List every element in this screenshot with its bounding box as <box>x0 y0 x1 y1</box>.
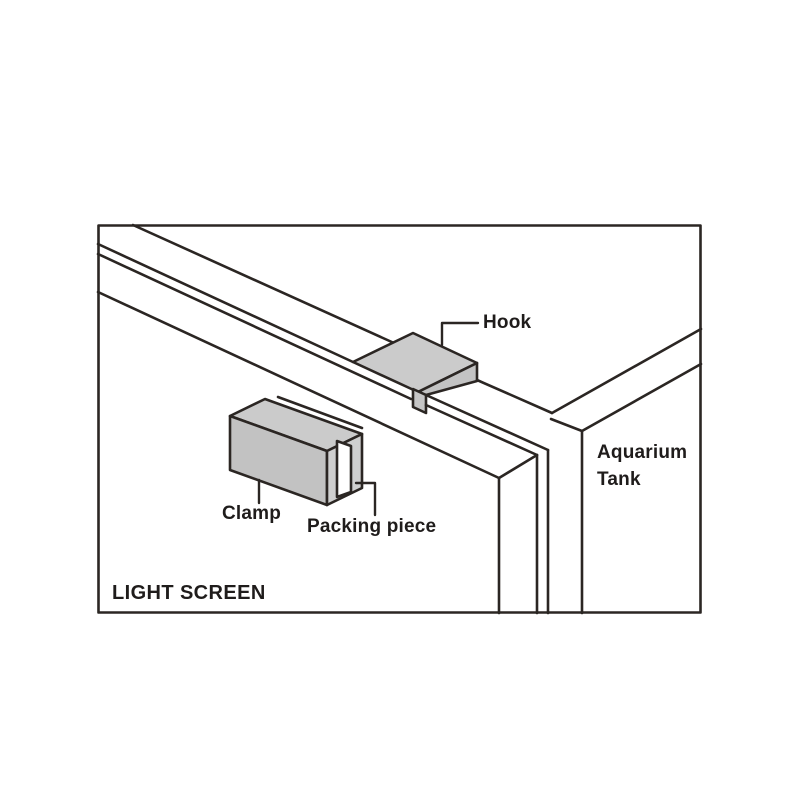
light-screen-rail <box>96 223 501 480</box>
clamp-block <box>228 395 364 507</box>
packing-piece-label: Packing piece <box>307 516 437 537</box>
packing-piece-slab <box>335 439 353 499</box>
clamp-label: Clamp <box>222 503 282 524</box>
aquarium-tank-label-line2: Tank <box>597 469 641 490</box>
packing-piece-leader-line <box>354 481 377 517</box>
aquarium-tank-rim <box>424 327 703 615</box>
light-screen-label: LIGHT SCREEN <box>112 582 266 604</box>
aquarium-tank-label-line1: Aquarium <box>597 442 688 463</box>
hook-leader-line <box>440 321 480 347</box>
hook-label: Hook <box>483 312 532 333</box>
packing-piece-top-edge <box>276 395 364 430</box>
hook-block <box>351 331 479 415</box>
figure-border <box>97 224 702 614</box>
leader-lines <box>257 321 480 517</box>
hook-front-lip <box>411 387 428 415</box>
